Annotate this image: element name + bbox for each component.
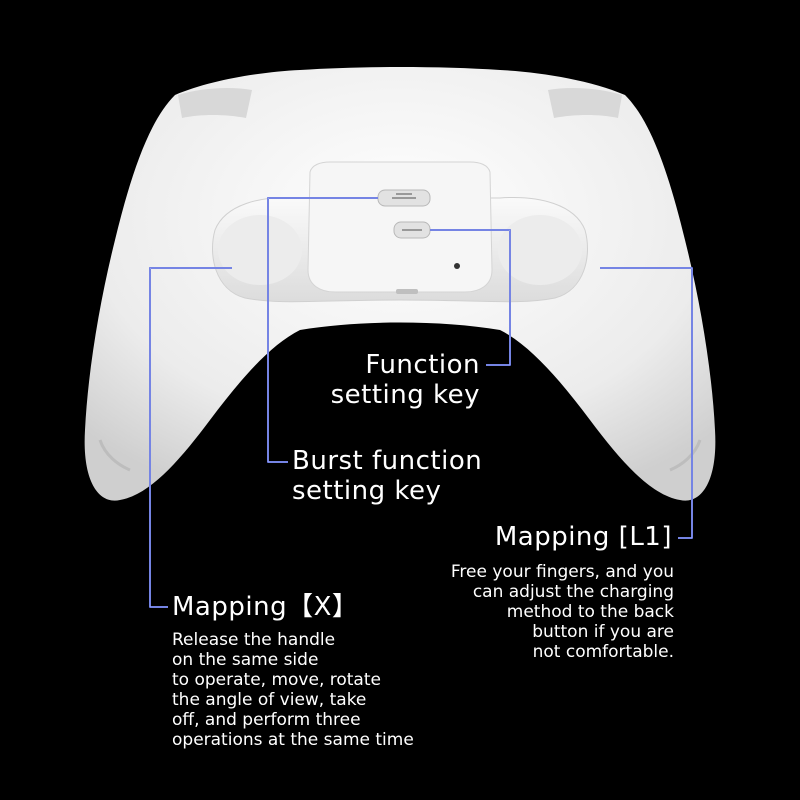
x-desc-line: off, and perform three — [172, 710, 361, 730]
burst-function-key-label: Burst function setting key — [292, 446, 482, 506]
burst-label-line-1: Burst function — [292, 446, 483, 476]
function-label-line-1: Function — [365, 350, 480, 380]
left-paddle-button — [218, 215, 302, 285]
burst-label-line-2: setting key — [292, 476, 442, 506]
mapping-l1-title: Mapping [L1] — [494, 522, 672, 552]
l1-desc-line: method to the back — [506, 602, 674, 622]
right-grip-detail — [669, 439, 702, 472]
mapping-l1-description: Free your fingers, and you can adjust th… — [340, 562, 674, 662]
function-label-line-2: setting key — [330, 380, 480, 410]
mapping-x-description: Release the handle on the same side to o… — [172, 630, 502, 750]
left-grip-detail — [98, 439, 131, 472]
function-key-glyph — [392, 193, 416, 199]
function-setting-key-label: Function setting key — [300, 350, 480, 410]
l1-desc-line: not comfortable. — [532, 642, 674, 662]
x-desc-line: Release the handle — [172, 630, 336, 650]
l1-desc-line: can adjust the charging — [472, 582, 674, 602]
charge-slot — [396, 289, 418, 294]
x-desc-line: operations at the same time — [172, 730, 414, 750]
left-shoulder-slot — [178, 87, 252, 118]
x-desc-line: on the same side — [172, 650, 319, 670]
right-paddle-button — [498, 215, 582, 285]
x-desc-line: the angle of view, take — [172, 690, 367, 710]
right-shoulder-slot — [548, 87, 622, 118]
l1-desc-line: button if you are — [532, 622, 674, 642]
l1-desc-line: Free your fingers, and you — [450, 562, 674, 582]
mapping-x-title: Mapping【X】 — [172, 592, 359, 622]
indicator-hole — [454, 263, 460, 269]
x-desc-line: to operate, move, rotate — [172, 670, 381, 690]
